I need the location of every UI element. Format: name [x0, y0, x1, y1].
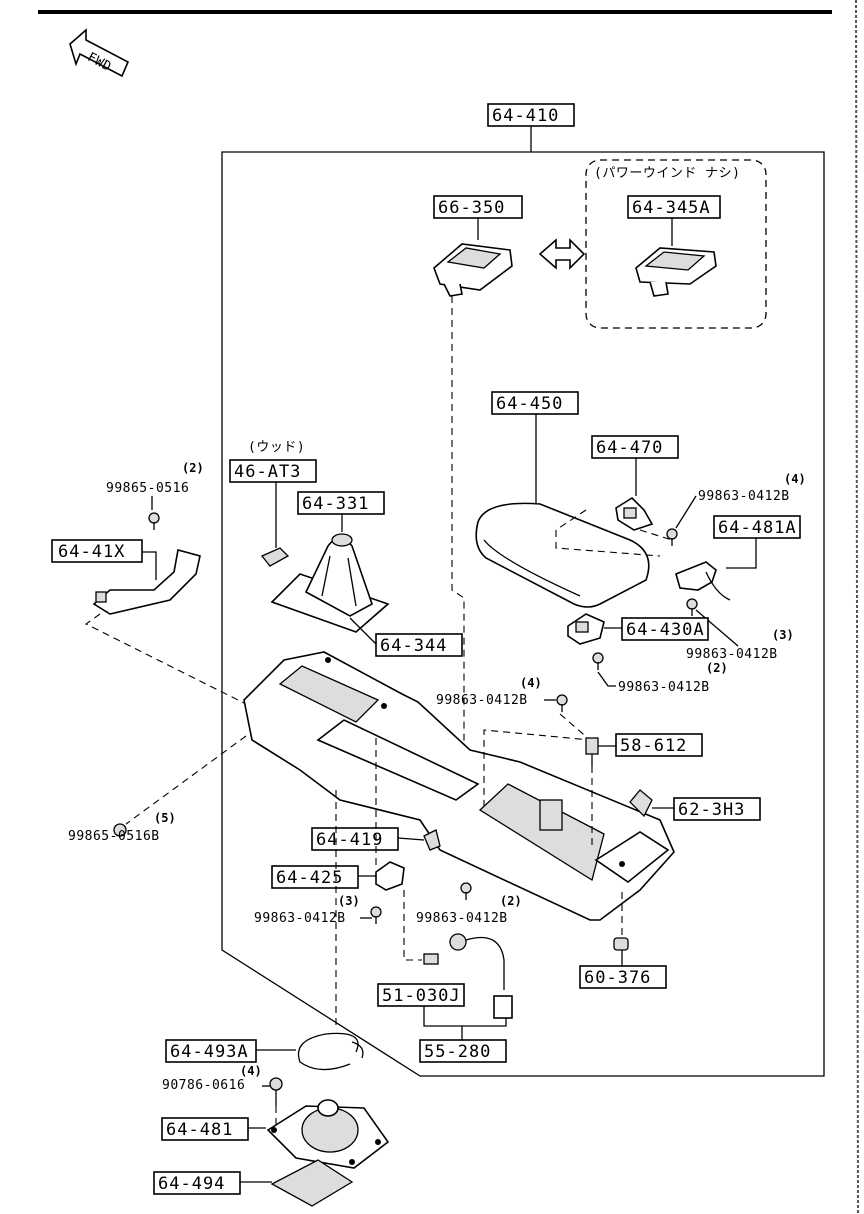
screw-icon	[113, 823, 127, 837]
right-edge	[855, 0, 859, 1214]
fastener-code-f2: 99863-0412B	[698, 489, 790, 504]
interchangeable-arrow-icon	[538, 238, 586, 270]
part-label-64-344: 64-344	[380, 636, 447, 656]
qty-f5: (4)	[520, 676, 542, 690]
part-label-58-612: 58-612	[620, 736, 687, 756]
part-label-64-425: 64-425	[276, 868, 343, 888]
part-label-66-350: 66-350	[438, 198, 505, 218]
console-body	[243, 651, 675, 921]
part-label-64-430A: 64-430A	[626, 620, 705, 640]
part-label-64-481A: 64-481A	[718, 518, 797, 538]
part-label-64-410: 64-410	[492, 106, 559, 126]
part-label-60-376: 60-376	[584, 968, 651, 988]
part-label-62-3H3: 62-3H3	[678, 800, 745, 820]
part-label-64-331: 64-331	[302, 494, 369, 514]
bulb-51-030J	[423, 953, 439, 965]
power-window-none-note: (パワーウインド ナシ)	[594, 166, 740, 181]
fastener-code-f8: 99863-0412B	[416, 911, 508, 926]
qty-f8: (2)	[500, 894, 522, 908]
nut-64-425	[375, 861, 405, 891]
clip-62-3H3	[629, 789, 653, 818]
qty-f7: (3)	[338, 894, 360, 908]
part-label-64-493A: 64-493A	[170, 1042, 249, 1062]
lid-lock	[567, 613, 605, 645]
armrest-lid	[475, 502, 650, 608]
screw-icon	[370, 906, 382, 924]
qty-f4: (2)	[706, 661, 728, 675]
part-label-64-419: 64-419	[316, 830, 383, 850]
qty-f9: (4)	[240, 1064, 262, 1078]
wire-harness-55-280	[449, 933, 513, 1019]
part-label-64-481: 64-481	[166, 1120, 233, 1140]
armrest-hinge	[615, 496, 654, 531]
part-label-46-AT3: 46-AT3	[234, 462, 301, 482]
cap-60-376	[613, 937, 629, 951]
fwd-arrow-icon: FWD	[69, 28, 130, 78]
insulator-pad	[270, 1159, 354, 1207]
part-label-55-280: 55-280	[424, 1042, 491, 1062]
screw-icon	[592, 652, 604, 670]
part-label-64-494: 64-494	[158, 1174, 225, 1194]
fastener-code-f7: 99863-0412B	[254, 911, 346, 926]
part-label-64-41X: 64-41X	[58, 542, 125, 562]
screw-icon	[686, 598, 698, 616]
shifter-base	[266, 1099, 390, 1169]
fastener-code-f1: 99865-0516	[106, 481, 189, 496]
assembly-outline	[221, 151, 825, 1077]
screw-icon	[666, 528, 678, 546]
part-label-51-030J: 51-030J	[382, 986, 461, 1006]
wood-note: (ウッド)	[248, 440, 305, 455]
qty-f1: (2)	[182, 461, 204, 475]
part-label-64-450: 64-450	[496, 394, 563, 414]
clip-58-612	[585, 737, 599, 766]
fastener-code-f3: 99863-0412B	[686, 647, 778, 662]
part-label-64-470: 64-470	[596, 438, 663, 458]
qty-f6: (5)	[154, 811, 176, 825]
screw-icon	[556, 694, 568, 712]
top-rule	[38, 10, 832, 14]
fastener-code-f5: 99863-0412B	[436, 693, 528, 708]
part-label-64-345A: 64-345A	[632, 198, 711, 218]
fastener-code-f6: 99865-0516B	[68, 829, 160, 844]
lid-bracket	[675, 561, 731, 601]
wood-trim-piece	[260, 547, 290, 567]
shift-boot	[270, 533, 390, 633]
screw-icon	[148, 512, 160, 530]
retainer-ring	[297, 1032, 364, 1071]
power-window-variant-box	[585, 159, 767, 329]
power-window-switch	[433, 243, 513, 297]
console-bracket-left	[92, 548, 201, 615]
qty-f2: (4)	[784, 472, 806, 486]
switch-panel-blank	[635, 247, 717, 297]
fastener-code-f9: 90786-0616	[162, 1078, 245, 1093]
screw-icon	[460, 882, 472, 900]
clip-64-419	[423, 829, 441, 851]
fastener-code-f4: 99863-0412B	[618, 680, 710, 695]
bolt-icon	[269, 1077, 283, 1106]
qty-f3: (3)	[772, 628, 794, 642]
